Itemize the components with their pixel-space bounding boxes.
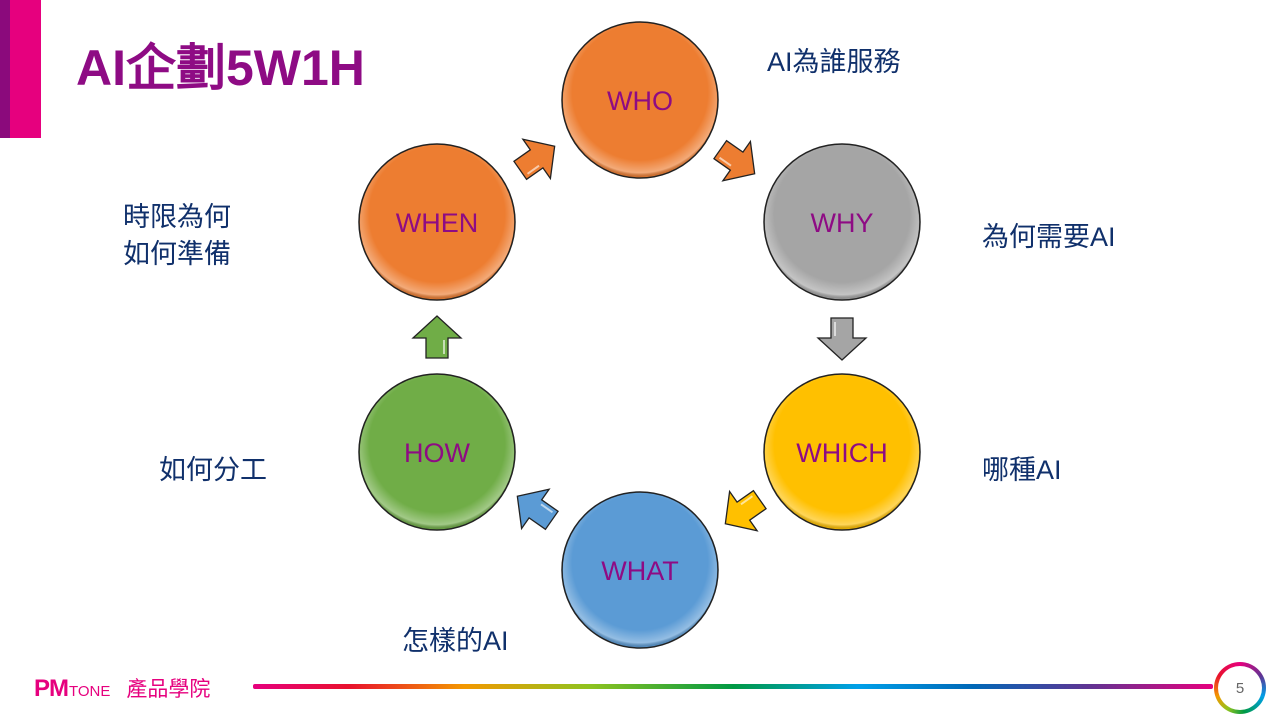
node-gloss-when (360, 145, 514, 299)
node-how: HOW (358, 373, 516, 531)
arrow-when-to-who-icon (513, 138, 556, 181)
arrow-what-to-how-icon (516, 488, 559, 531)
arrow-who-to-why-icon (713, 139, 756, 182)
node-label-which: WHICH (796, 438, 887, 468)
logo-tone-text: TONE (69, 683, 111, 700)
page-number: 5 (1218, 666, 1262, 710)
when-description-line2: 如何準備 (123, 239, 231, 269)
node-label-how: HOW (404, 438, 471, 468)
why-description: 為何需要AI (982, 222, 1116, 252)
arrow-highlight (540, 503, 554, 514)
node-label-who: WHO (607, 86, 673, 116)
rainbow-divider (253, 684, 1213, 689)
arrow-highlight (526, 164, 540, 175)
node-gloss-which (765, 375, 919, 529)
what-description: 怎樣的AI (402, 626, 509, 656)
node-label-why: WHY (811, 208, 874, 238)
accent-bar-dark (0, 0, 10, 138)
arrow-why-to-which-icon (816, 317, 868, 361)
arrow-highlight (740, 495, 754, 506)
node-label-when: WHEN (396, 208, 479, 238)
arrow-highlight (718, 156, 732, 167)
node-when: WHEN (358, 143, 516, 301)
accent-bar-pink (10, 0, 41, 138)
when-description-line1: 時限為何 (123, 202, 231, 232)
node-gloss-who (563, 23, 717, 177)
arrow-which-to-what-icon (724, 489, 767, 532)
pmtone-logo: PM TONE 產品學院 (34, 673, 210, 702)
node-gloss-what (563, 493, 717, 647)
which-description: 哪種AI (982, 455, 1062, 485)
node-gloss-why (765, 145, 919, 299)
how-description: 如何分工 (159, 455, 267, 485)
page-number-badge: 5 (1214, 662, 1266, 714)
node-why: WHY (763, 143, 921, 301)
node-label-what: WHAT (601, 556, 678, 586)
who-description: AI為誰服務 (767, 47, 901, 77)
logo-pm-text: PM (34, 675, 69, 702)
academy-name: 產品學院 (126, 678, 211, 701)
node-who: WHO (561, 21, 719, 179)
node-which: WHICH (763, 373, 921, 531)
slide-title: AI企劃5W1H (76, 40, 365, 96)
node-gloss-how (360, 375, 514, 529)
arrow-how-to-when-icon (411, 315, 463, 359)
node-what: WHAT (561, 491, 719, 649)
